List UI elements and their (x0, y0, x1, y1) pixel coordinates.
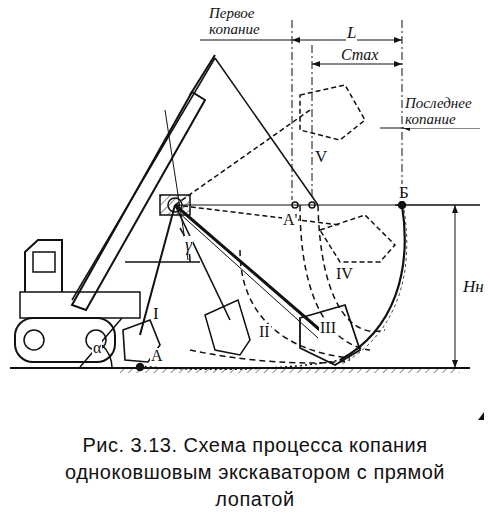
label: IV (335, 266, 354, 282)
label: Б (398, 184, 410, 201)
label: α (92, 340, 102, 356)
label: Hн (462, 278, 485, 295)
label: γ (184, 236, 193, 254)
label: I (152, 305, 160, 322)
figure-caption: Рис. 3.13. Схема процесса копания одноко… (40, 432, 470, 513)
label: Cmax (340, 47, 379, 63)
label: Первое копание (208, 6, 290, 38)
label: II (258, 324, 271, 340)
label: V (314, 148, 328, 165)
label: III (319, 320, 337, 336)
label: A (150, 348, 164, 364)
label: A' (282, 212, 298, 228)
label: L (346, 24, 357, 41)
label: Последнее копание (404, 96, 496, 128)
